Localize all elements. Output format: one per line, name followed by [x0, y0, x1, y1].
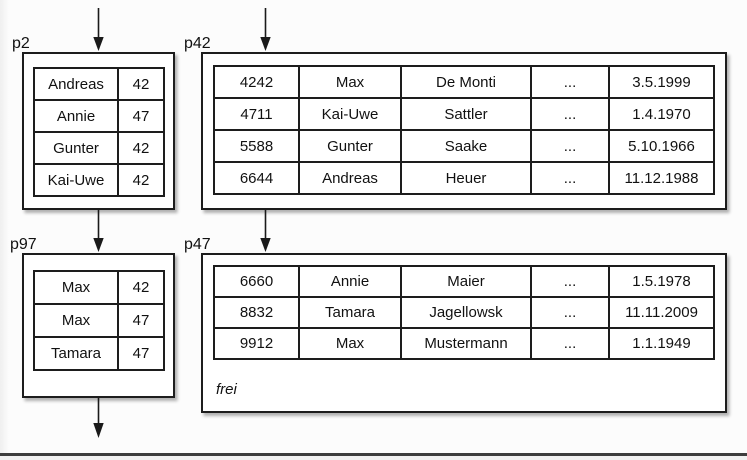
- arrow-down-icon-out-of-p97: [93, 398, 104, 438]
- page-label-p2: p2: [12, 35, 30, 52]
- table-cell: Gunter: [33, 131, 119, 165]
- table-cell: 4242: [213, 65, 300, 99]
- table-cell: 47: [117, 303, 165, 338]
- table-cell: Annie: [33, 99, 119, 133]
- table-cell: 1.5.1978: [608, 265, 715, 298]
- table-cell: Saake: [400, 129, 532, 163]
- table-cell: 47: [117, 99, 165, 133]
- table-cell: ...: [530, 327, 610, 360]
- slide-bottom-rule: [0, 453, 747, 456]
- table-cell: 42: [117, 270, 165, 305]
- table-cell: 6644: [213, 161, 300, 195]
- table-cell: Andreas: [33, 67, 119, 101]
- table-cell: Max: [33, 303, 119, 338]
- table-cell: ...: [530, 296, 610, 329]
- left-edge-shade: [0, 0, 9, 460]
- table-cell: 47: [117, 336, 165, 371]
- table-cell: Andreas: [298, 161, 402, 195]
- arrow-down-icon-p2-to-p97: [93, 210, 104, 252]
- table-cell: 1.1.1949: [608, 327, 715, 360]
- table-cell: ...: [530, 97, 610, 131]
- page-label-p47: p47: [184, 236, 211, 253]
- table-cell: Annie: [298, 265, 402, 298]
- table-cell: Maier: [400, 265, 532, 298]
- arrow-down-icon-p42-to-p47: [260, 210, 271, 252]
- table-cell: Max: [33, 270, 119, 305]
- table-cell: 4711: [213, 97, 300, 131]
- table-cell: 5588: [213, 129, 300, 163]
- table-cell: 8832: [213, 296, 300, 329]
- table-cell: Heuer: [400, 161, 532, 195]
- table-cell: 42: [117, 67, 165, 101]
- table-cell: 1.4.1970: [608, 97, 715, 131]
- table-cell: Max: [298, 65, 402, 99]
- slide-bottom-margin: [0, 456, 747, 460]
- arrow-down-icon-into-p2: [93, 8, 104, 51]
- table-cell: Kai-Uwe: [298, 97, 402, 131]
- table-cell: Tamara: [33, 336, 119, 371]
- table-cell: 11.11.2009: [608, 296, 715, 329]
- table-cell: 9912: [213, 327, 300, 360]
- table-cell: ...: [530, 65, 610, 99]
- table-cell: Sattler: [400, 97, 532, 131]
- table-cell: Jagellowsk: [400, 296, 532, 329]
- table-cell: ...: [530, 161, 610, 195]
- table-cell: Mustermann: [400, 327, 532, 360]
- table-cell: Tamara: [298, 296, 402, 329]
- table-cell: 5.10.1966: [608, 129, 715, 163]
- table-cell: Max: [298, 327, 402, 360]
- table-cell: 42: [117, 131, 165, 165]
- page-label-p97: p97: [10, 236, 37, 253]
- free-space-label: frei: [216, 381, 237, 398]
- table-cell: De Monti: [400, 65, 532, 99]
- page-label-p42: p42: [184, 35, 211, 52]
- table-cell: ...: [530, 265, 610, 298]
- table-cell: 42: [117, 163, 165, 197]
- table-cell: 6660: [213, 265, 300, 298]
- table-cell: ...: [530, 129, 610, 163]
- table-cell: 11.12.1988: [608, 161, 715, 195]
- table-cell: 3.5.1999: [608, 65, 715, 99]
- table-cell: Kai-Uwe: [33, 163, 119, 197]
- table-cell: Gunter: [298, 129, 402, 163]
- arrow-down-icon-into-p42: [260, 8, 271, 51]
